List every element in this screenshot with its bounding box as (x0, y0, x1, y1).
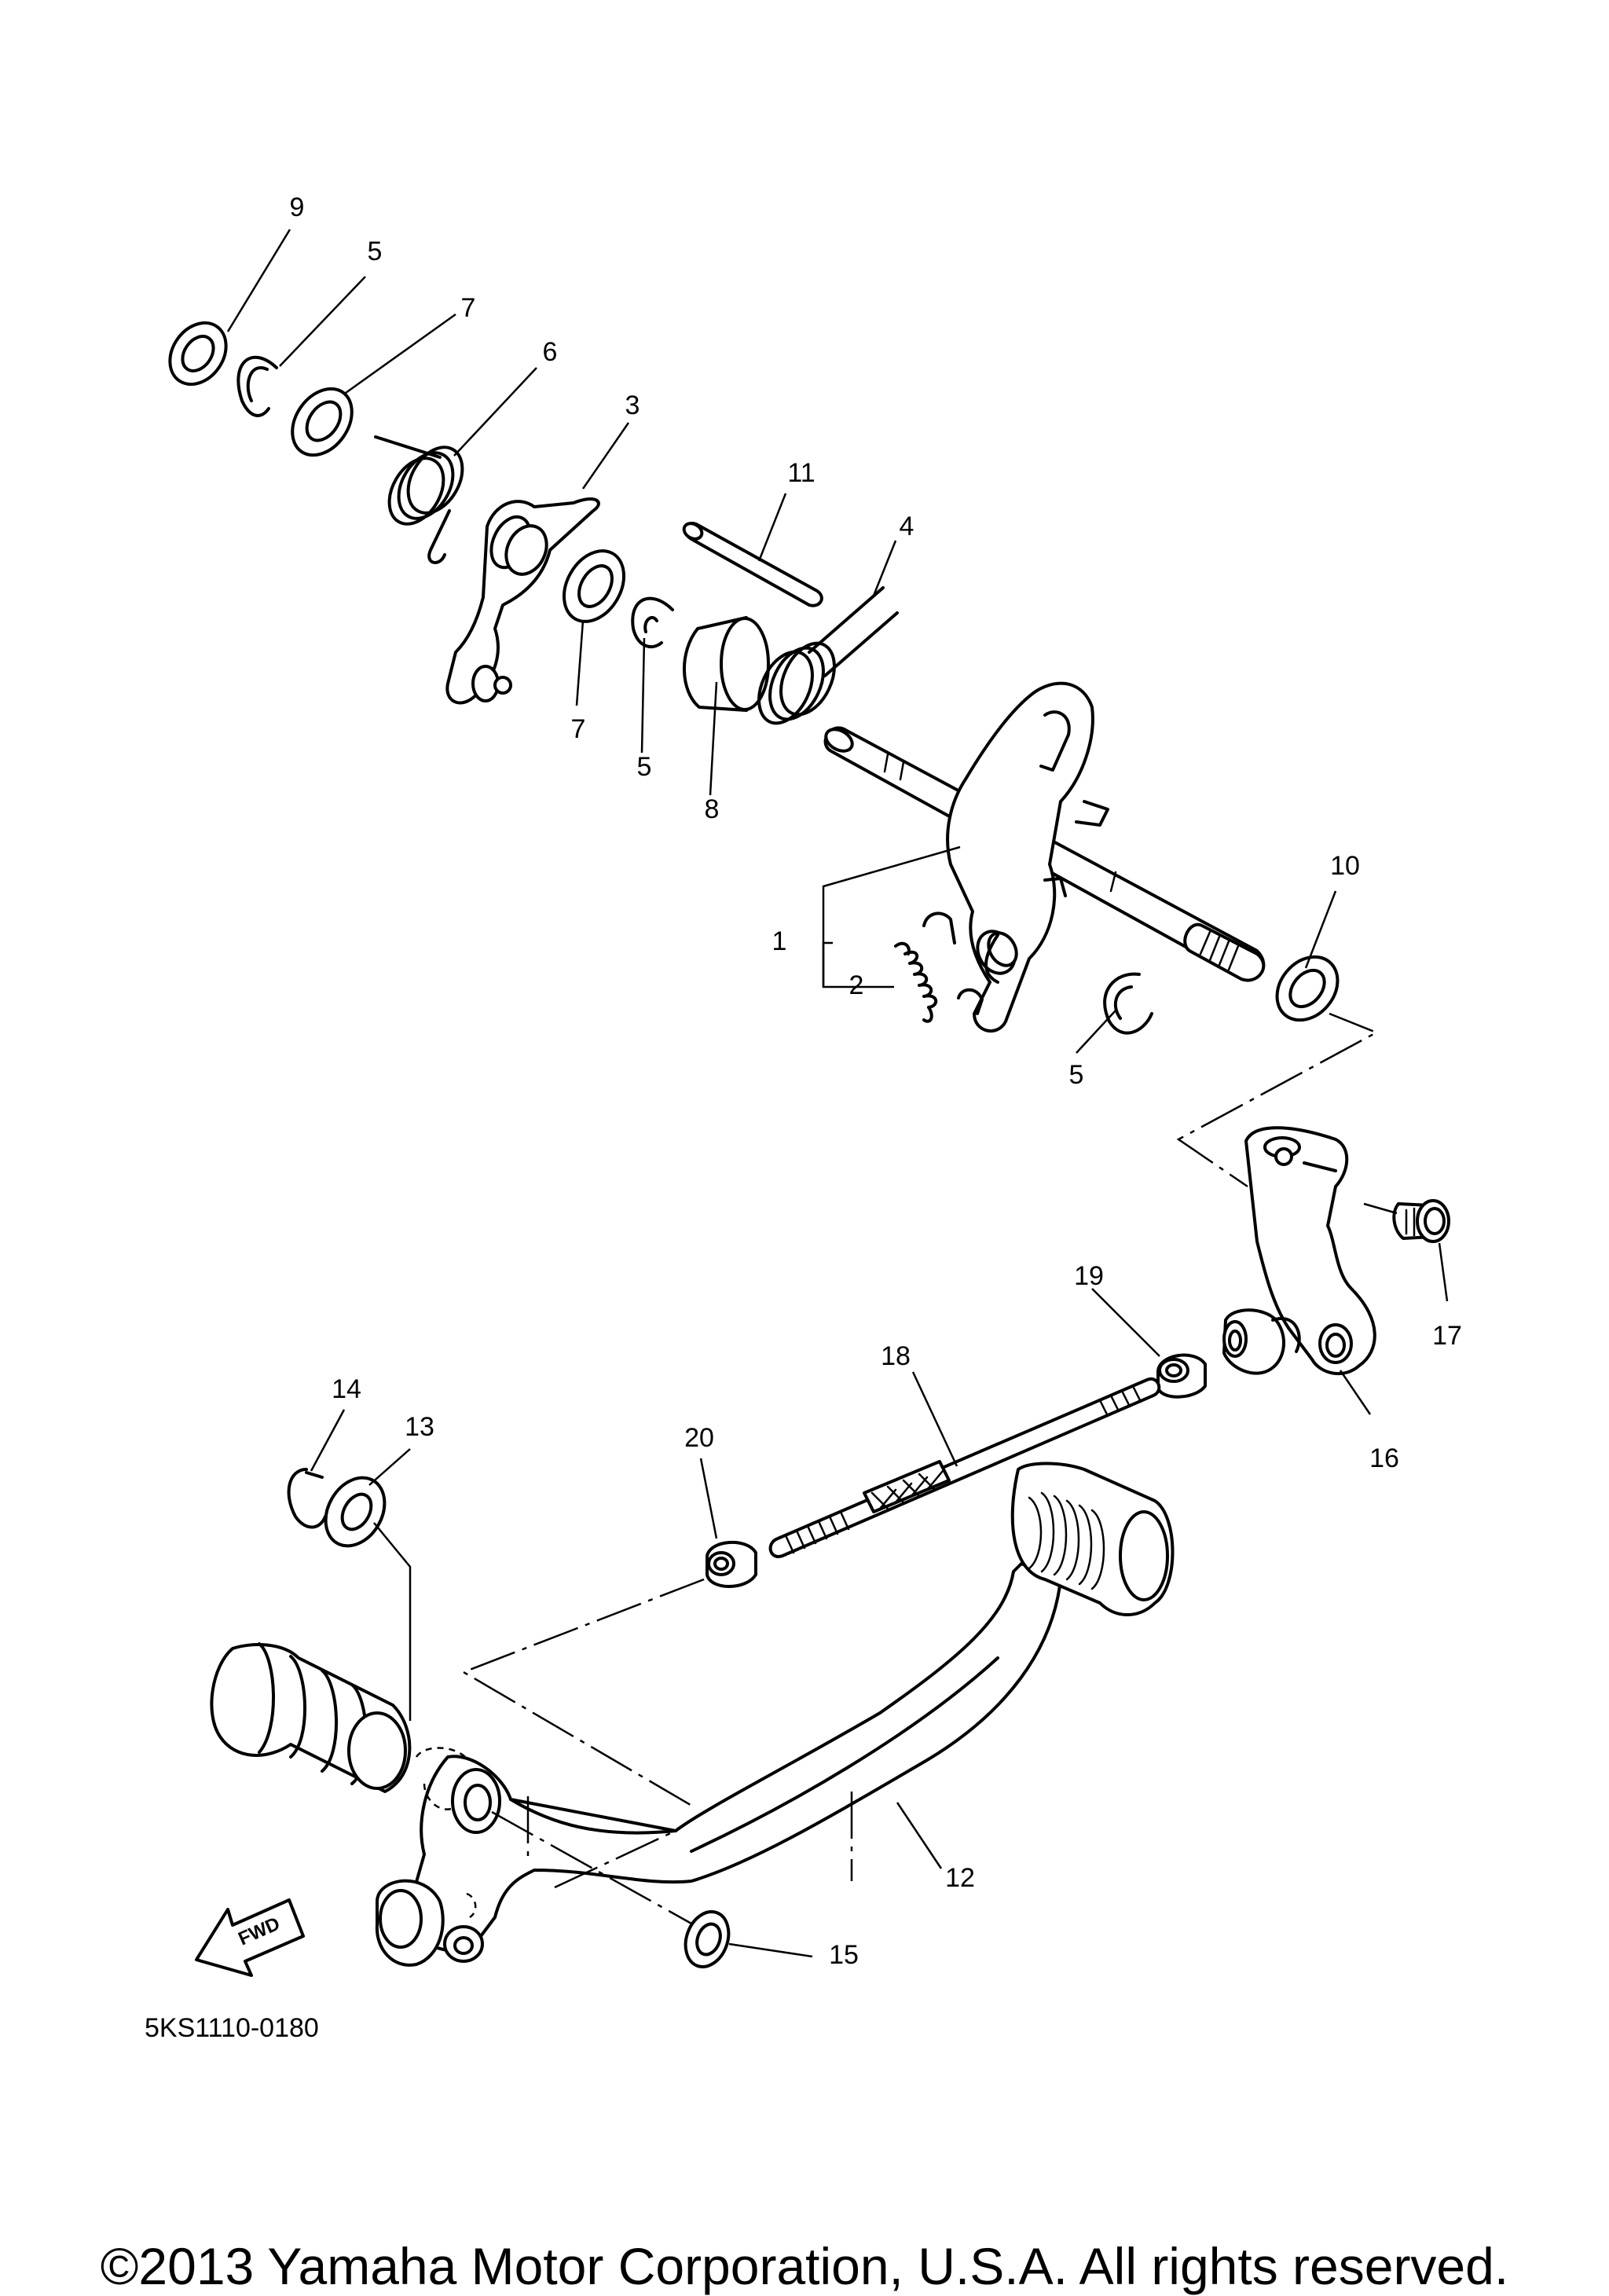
callout-17: 17 (1432, 1321, 1462, 1351)
part-11-pin (682, 522, 823, 607)
assembly-line-17 (1363, 1202, 1398, 1215)
diagram-code: 5KS1110-0180 (145, 2013, 319, 2043)
part-4-return-spring (757, 586, 899, 725)
part-2-spring (894, 941, 937, 1023)
copyright-notice: ©2013 Yamaha Motor Corporation, U.S.A. A… (100, 2237, 1509, 2295)
callout-5: 5 (1069, 1060, 1084, 1090)
callout-18: 18 (881, 1341, 911, 1371)
part-10-washer (1275, 955, 1340, 1022)
callout-numbers: 9 5 7 6 3 11 4 7 5 8 10 1 2 5 17 19 18 1… (290, 193, 1462, 1970)
callout-20: 20 (684, 1423, 714, 1453)
callout-14: 14 (332, 1374, 361, 1404)
part-6-torsion-spring (374, 435, 464, 564)
part-18-shift-rod (768, 1377, 1161, 1558)
part-5-circlip-top (236, 355, 278, 417)
part-7-washer-mid (563, 549, 625, 623)
callout-19: 19 (1074, 1261, 1104, 1291)
callout-10: 10 (1330, 851, 1360, 881)
part-20-nut (706, 1541, 757, 1588)
part-9-washer (168, 321, 228, 386)
assembly-line-15 (491, 1810, 692, 1925)
assembly-line-20-12 (461, 1578, 705, 1809)
callout-3: 3 (625, 391, 640, 420)
fwd-arrow-icon: FWD (195, 1898, 305, 1977)
callout-1: 1 (772, 926, 787, 956)
part-7-washer-top (291, 387, 354, 457)
part-8-collar (683, 616, 770, 712)
part-12-shift-pedal (210, 1462, 1175, 1967)
assembly-line-13 (373, 1522, 412, 1721)
callout-7: 7 (571, 714, 586, 744)
callout-9: 9 (290, 193, 305, 222)
part-13-washer (324, 1476, 387, 1548)
callout-6: 6 (543, 337, 558, 367)
part-1-shift-shaft (823, 681, 1266, 1032)
callout-16: 16 (1369, 1443, 1399, 1473)
part-17-bolt (1392, 1199, 1450, 1243)
part-5-circlip-mid (631, 596, 674, 649)
assembly-line-10-16 (1176, 1012, 1379, 1188)
callout-5: 5 (637, 752, 652, 782)
part-3-shift-arm (445, 497, 600, 705)
callout-4: 4 (900, 512, 914, 541)
callout-11: 11 (787, 458, 815, 488)
part-19-nut (1156, 1353, 1207, 1399)
part-16-shift-lever-arm (1222, 1126, 1376, 1375)
part-5-circlip-low (1103, 972, 1153, 1035)
part-15-washer (684, 1910, 731, 1968)
leader-lines (226, 229, 1449, 1958)
callout-12: 12 (945, 1863, 975, 1893)
callout-13: 13 (405, 1412, 434, 1442)
callout-7: 7 (461, 293, 476, 323)
callout-2: 2 (849, 970, 864, 1000)
callout-8: 8 (705, 794, 720, 824)
callout-15: 15 (829, 1940, 859, 1970)
callout-5: 5 (368, 237, 383, 266)
part-14-clip (287, 1468, 327, 1529)
